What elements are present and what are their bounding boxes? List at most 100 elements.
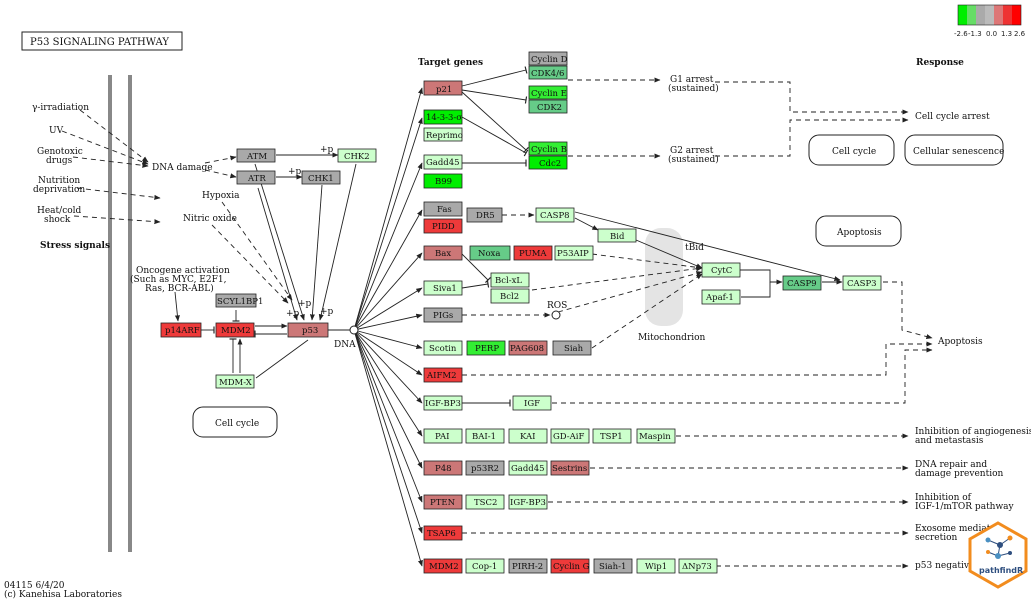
gene-bcl-xl[interactable]: Bcl-xL: [490, 272, 530, 288]
footer-line-1: 04115 6/4/20: [4, 581, 65, 591]
gene-bid[interactable]: Bid: [597, 228, 637, 243]
gene-puma[interactable]: PUMA: [513, 245, 553, 261]
signal-uv: UV: [49, 126, 64, 136]
gene-dnp73[interactable]: ΔNp73: [678, 558, 718, 574]
label-tbid: tBid: [685, 243, 704, 253]
gene-p53r2[interactable]: p53R2: [465, 460, 505, 476]
resp-igf-1: Inhibition of: [915, 493, 972, 503]
gene-chk1[interactable]: CHK1: [301, 170, 341, 185]
legend-swatch: [985, 5, 994, 25]
rounded-apoptosis-label: Apoptosis: [836, 228, 882, 238]
gene-cyclin-g[interactable]: Cyclin G: [550, 558, 590, 574]
svg-text:Cop-1: Cop-1: [472, 562, 497, 572]
gene-bax[interactable]: Bax: [423, 245, 463, 261]
svg-text:CytC: CytC: [711, 266, 732, 276]
gene-p48[interactable]: P48: [423, 460, 463, 476]
resp-g2-2: (sustained): [668, 154, 719, 165]
gene-maspin[interactable]: Maspin: [636, 428, 676, 444]
svg-text:p14ARF: p14ARF: [165, 326, 200, 336]
gene-b99[interactable]: B99: [423, 173, 463, 189]
gene-p53[interactable]: p53: [287, 322, 329, 338]
legend-label-4: 2.6: [1014, 30, 1026, 38]
rounded-cell-cycle-top-label: Cell cycle: [832, 147, 876, 157]
gene-14-3-3-sigma[interactable]: 14-3-3-σ: [423, 109, 463, 125]
gene-scotin[interactable]: Scotin: [423, 340, 463, 356]
signal-heat-2: shock: [44, 215, 71, 225]
rounded-cellular-senescence[interactable]: [904, 134, 1004, 166]
label-mitochondrion: Mitochondrion: [638, 333, 706, 343]
svg-text:P53AIP: P53AIP: [557, 249, 589, 259]
signal-oncogene-2: (Such as MYC, E2F1,: [130, 274, 226, 285]
svg-text:TSC2: TSC2: [474, 498, 497, 508]
gene-bcl2[interactable]: Bcl2: [490, 288, 530, 304]
svg-text:Scotin: Scotin: [429, 344, 457, 354]
gene-pidd[interactable]: PIDD: [423, 218, 463, 234]
gene-wip1[interactable]: Wip1: [636, 558, 676, 574]
gene-tsp1[interactable]: TSP1: [592, 428, 632, 444]
gene-kai[interactable]: KAI: [508, 428, 548, 444]
gene-cdc2[interactable]: Cdc2: [528, 155, 568, 170]
gene-cyclin-b[interactable]: Cyclin B: [528, 141, 568, 156]
gene-tsap6[interactable]: TSAP6: [423, 525, 463, 541]
gene-cdk2[interactable]: CDK2: [528, 99, 568, 114]
gene-pag608[interactable]: PAG608: [508, 340, 548, 356]
signal-nitric-oxide: Nitric oxide: [183, 214, 237, 224]
gene-pten[interactable]: PTEN: [423, 494, 463, 510]
resp-igf-2: IGF-1/mTOR pathway: [915, 502, 1015, 512]
color-legend: -2.6 -1.3 0.0 1.3 2.6: [954, 4, 1026, 38]
gene-igf-bp3-b[interactable]: IGF-BP3: [508, 494, 548, 510]
gene-aifm2[interactable]: AIFM2: [423, 367, 463, 383]
resp-angio-1: Inhibition of angiogenesis: [915, 427, 1031, 437]
gene-bai-1[interactable]: BAI-1: [465, 428, 505, 444]
gene-pirh-2[interactable]: PIRH-2: [508, 558, 548, 574]
gene-igf-bp3[interactable]: IGF-BP3: [423, 395, 463, 411]
gene-chk2[interactable]: CHK2: [337, 148, 377, 163]
gene-igf[interactable]: IGF: [512, 395, 552, 411]
gene-noxa[interactable]: Noxa: [469, 245, 511, 261]
gene-p14arf[interactable]: p14ARF: [160, 322, 202, 338]
svg-text:Cyclin G: Cyclin G: [553, 562, 590, 572]
gene-tsc2[interactable]: TSC2: [465, 494, 505, 510]
legend-swatch: [958, 5, 967, 25]
rounded-apoptosis[interactable]: [815, 215, 902, 247]
gene-siah[interactable]: Siah: [552, 340, 592, 356]
gene-casp3[interactable]: CASP3: [842, 275, 882, 291]
svg-text:MDM2: MDM2: [221, 326, 251, 336]
gene-mdm2-b[interactable]: MDM2: [423, 558, 463, 574]
gene-dr5[interactable]: DR5: [466, 207, 503, 223]
gene-atr[interactable]: ATR: [236, 170, 276, 185]
gene-gd-aif[interactable]: GD-AiF: [550, 428, 590, 444]
gene-siva1[interactable]: Siva1: [423, 280, 463, 296]
svg-text:Cyclin B: Cyclin B: [531, 145, 567, 155]
svg-text:BAI-1: BAI-1: [472, 432, 496, 442]
resp-g2-1: G2 arrest: [670, 146, 714, 156]
gene-pigs[interactable]: PIGs: [423, 307, 463, 323]
gene-gadd45-b[interactable]: Gadd45: [508, 460, 548, 476]
gene-casp8[interactable]: CASP8: [535, 207, 575, 223]
gene-mdm2[interactable]: MDM2: [215, 322, 255, 338]
rounded-cell-cycle-top[interactable]: [808, 134, 895, 166]
gene-cytc[interactable]: CytC: [701, 262, 741, 278]
gene-mdm-x[interactable]: MDM-X: [215, 374, 255, 389]
gene-p21[interactable]: p21: [423, 80, 463, 96]
gene-fas[interactable]: Fas: [423, 201, 463, 217]
gene-cdk46[interactable]: CDK4/6: [528, 65, 568, 80]
gene-sestrins[interactable]: Sestrins: [550, 460, 590, 476]
gene-apaf-1[interactable]: Apaf-1: [701, 289, 741, 305]
gene-pai[interactable]: PAI: [423, 428, 463, 444]
header-stress-signals: Stress signals: [40, 241, 110, 251]
footer-line-2: (c) Kanehisa Laboratories: [4, 589, 122, 600]
gene-gadd45[interactable]: Gadd45: [423, 154, 463, 170]
gene-casp9[interactable]: CASP9: [782, 275, 822, 291]
gene-reprimo[interactable]: Reprimo: [423, 127, 463, 142]
gene-siah-1[interactable]: Siah-1: [593, 558, 633, 574]
gene-cop-1[interactable]: Cop-1: [465, 558, 505, 574]
svg-text:PERP: PERP: [475, 344, 499, 354]
rounded-cell-cycle-left[interactable]: [192, 406, 278, 438]
gene-cyclin-e[interactable]: Cyclin E: [528, 85, 568, 100]
gene-scyl1bp1[interactable]: SCYL1BP1: [215, 293, 263, 308]
gene-atm[interactable]: ATM: [236, 148, 276, 163]
gene-perp[interactable]: PERP: [466, 340, 506, 356]
gene-cyclin-d[interactable]: Cyclin D: [528, 51, 568, 66]
gene-p53aip[interactable]: P53AIP: [554, 245, 594, 261]
